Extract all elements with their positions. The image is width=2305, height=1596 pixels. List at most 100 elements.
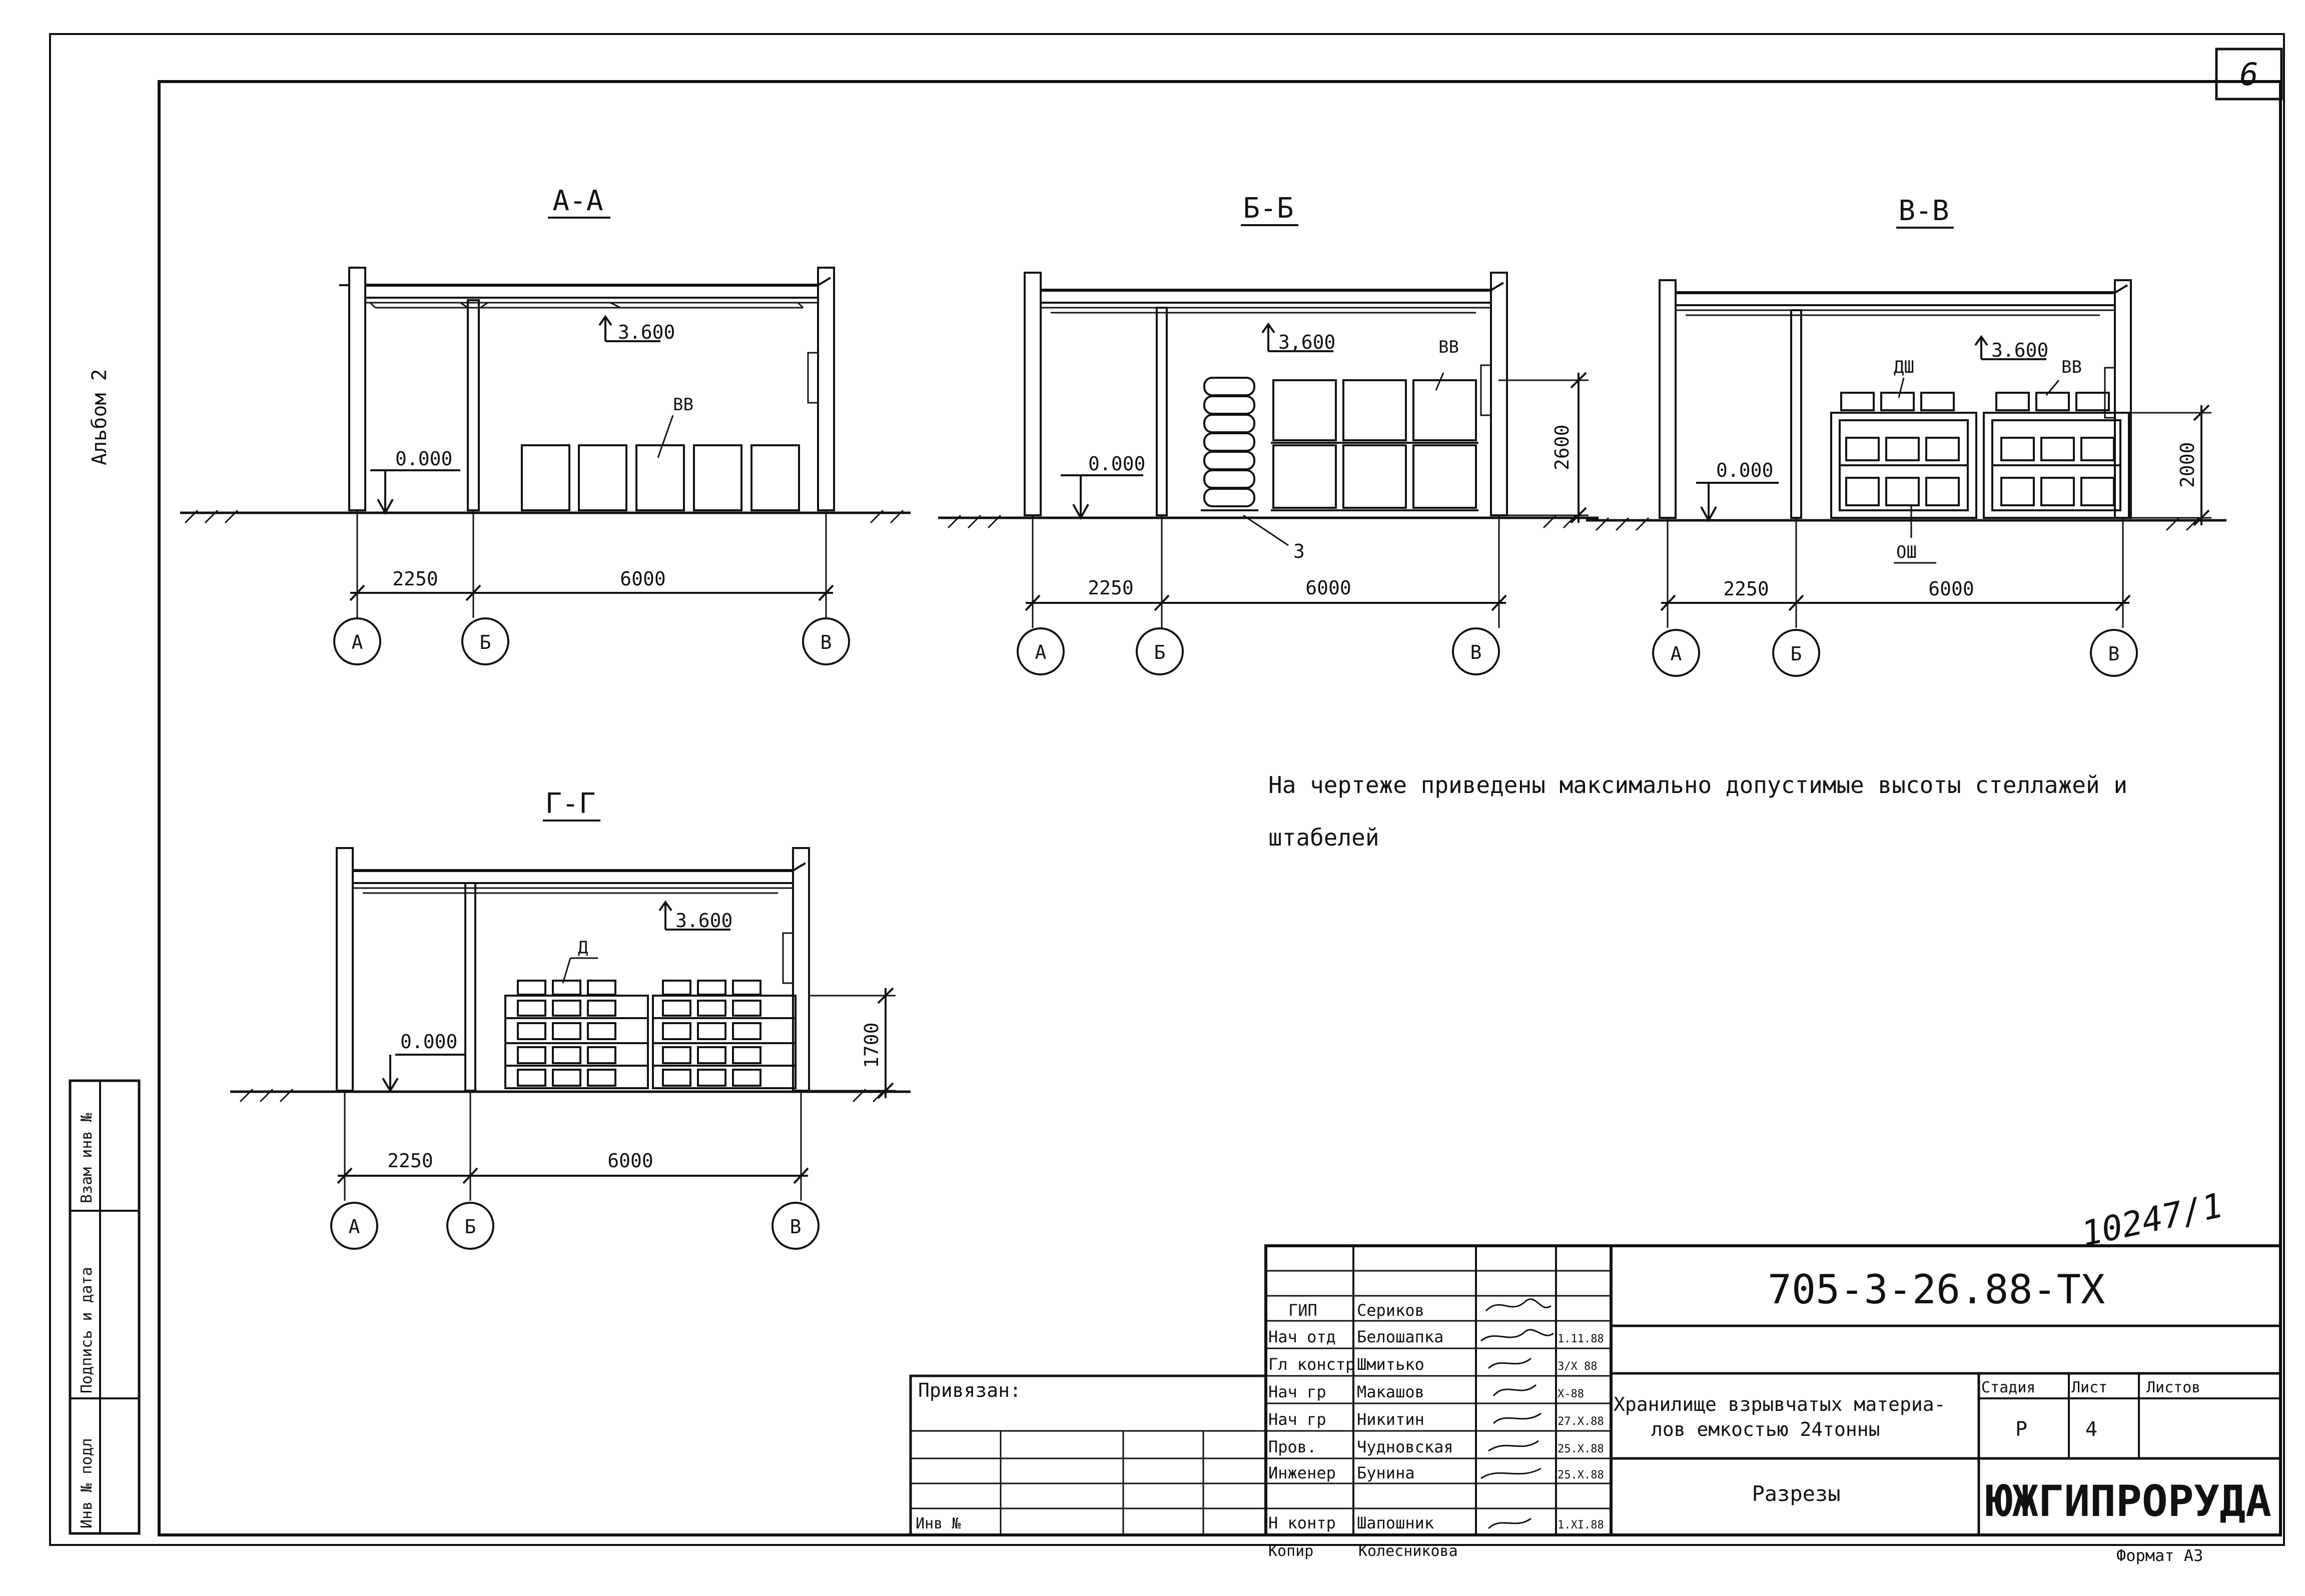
bound-label: Привязан: [918,1379,1021,1401]
copy-label: Копир [1268,1542,1313,1560]
stage-value: Р [2015,1418,2027,1441]
axis-b: Б [465,1216,476,1238]
note-line-1: На чертеже приведены максимально допусти… [1268,771,2127,799]
format-label: Формат А3 [2116,1546,2203,1565]
date-5: 25.X.88 [1558,1443,1604,1455]
label-dsh: ДШ [1894,357,1914,377]
project-title-1: Хранилище взрывчатых материа- [1614,1393,1945,1415]
organization-name: ЮЖГИПРОРУДА [1986,1476,2271,1526]
elev-roof: 3.600 [675,910,732,932]
role-3: Нач гр [1268,1382,1326,1401]
axis-v: В [1470,641,1482,663]
elev-floor: 0.000 [1088,453,1145,475]
date-4: 27.X.88 [1558,1415,1604,1428]
dim-2600: 2600 [1551,424,1573,470]
corner-number-box [2215,48,2283,101]
axis-a: А [1035,641,1047,663]
axis-v: В [790,1216,802,1238]
label-d: Д [578,938,588,958]
axis-v: В [2108,643,2120,665]
dim-6000: 6000 [620,568,666,590]
name-2: Шмитько [1357,1355,1424,1374]
stamp-inv-original: Инв № подл [78,1438,96,1528]
axis-a: А [349,1216,360,1238]
date-2: 3/X 88 [1558,1360,1597,1373]
signature-table: ГИП Сериков Нач отд Белошапка 1.11.88 Гл… [1268,1301,1604,1532]
name-0: Сериков [1357,1301,1424,1320]
elev-roof: 3.600 [618,321,675,343]
role-2: Гл констр [1268,1355,1355,1374]
signatures [1480,1298,1554,1529]
sheets-label: Листов [2146,1379,2200,1396]
role-7: Н контр [1268,1513,1336,1532]
axis-b: Б [1154,641,1166,663]
copy-name: Колесникова [1358,1542,1458,1560]
stamp-signature-date: Подпись и дата [78,1267,96,1393]
role-0: ГИП [1288,1301,1317,1320]
label-vv: ВВ [1438,337,1459,357]
dim-2250: 2250 [1723,578,1769,600]
section-title: В-В [1898,195,1949,227]
doc-code: 705-3-26.88-ТХ [1768,1266,2105,1313]
elev-floor: 0.000 [395,448,452,470]
elev-roof: 3.600 [1991,339,2048,361]
role-4: Нач гр [1268,1410,1326,1429]
handwritten-number: 10247/1 [2078,1186,2226,1254]
axis-v: В [821,631,832,653]
role-6: Инженер [1268,1463,1336,1482]
margin-stamp-column: Взам инв № Подпись и дата Инв № подл [69,1079,141,1535]
name-5: Чудновская [1357,1437,1453,1456]
dim-2250: 2250 [392,568,438,590]
sheet-value: 4 [2085,1418,2097,1441]
dim-6000: 6000 [1928,578,1974,600]
note-line-2: штабелей [1268,824,1379,851]
album-label: Альбом 2 [88,369,111,465]
inv-label: Инв № [916,1515,961,1532]
role-1: Нач отд [1268,1327,1336,1346]
dim-2000: 2000 [2176,442,2198,488]
date-6: 25.X.88 [1558,1469,1604,1481]
label-vv: ВВ [673,395,693,415]
axis-a: А [352,631,363,653]
date-1: 1.11.88 [1558,1333,1604,1345]
label-osh: ОШ [1896,542,1917,562]
axis-b: Б [1791,643,1802,665]
outer-border [49,33,2285,1546]
shelving-racks [504,980,797,1089]
section-title: Б-Б [1243,192,1293,225]
name-7: Шапошник [1357,1513,1434,1532]
sheet-label: Лист [2071,1379,2107,1396]
project-title-2: лов емкостью 24тонны [1651,1418,1880,1440]
date-7: 1.XI.88 [1558,1519,1604,1531]
dim-2250: 2250 [1088,577,1134,599]
label-3: 3 [1293,540,1305,562]
section-bb: Б-Б 3,600 0.000 [938,192,1599,675]
stage-label: Стадия [1981,1379,2035,1396]
shelving-racks [1830,392,2130,519]
name-6: Бунина [1357,1463,1415,1482]
elev-floor: 0.000 [1716,459,1773,481]
section-vv: В-В 3.600 0.000 [1586,195,2226,677]
elev-floor: 0.000 [400,1031,457,1053]
name-3: Макашов [1357,1382,1424,1401]
axis-b: Б [480,631,491,653]
label-vv: ВВ [2061,357,2082,377]
section-aa: А-А 3.600 0.000 ВВ [180,185,911,665]
section-title: Г-Г [545,787,595,820]
container-stacks [1271,379,1478,511]
dim-1700: 1700 [861,1022,883,1068]
role-5: Пров. [1268,1437,1316,1456]
name-1: Белошапка [1357,1327,1443,1346]
title-block: Привязан: Инв № ГИП Сериков Нач отд Бело… [909,1244,2282,1536]
stamp-replace-inv: Взам инв № [78,1113,96,1203]
sheet-title: Разрезы [1752,1481,1840,1506]
section-title: А-А [552,185,603,217]
section-gg: Г-Г 3.600 0.000 [230,787,911,1250]
axis-a: А [1671,643,1682,665]
dim-6000: 6000 [607,1150,653,1172]
name-4: Никитин [1357,1410,1424,1429]
sheet-corner-number: 6 [2239,56,2258,93]
date-3: X-88 [1558,1388,1584,1400]
dim-6000: 6000 [1305,577,1351,599]
